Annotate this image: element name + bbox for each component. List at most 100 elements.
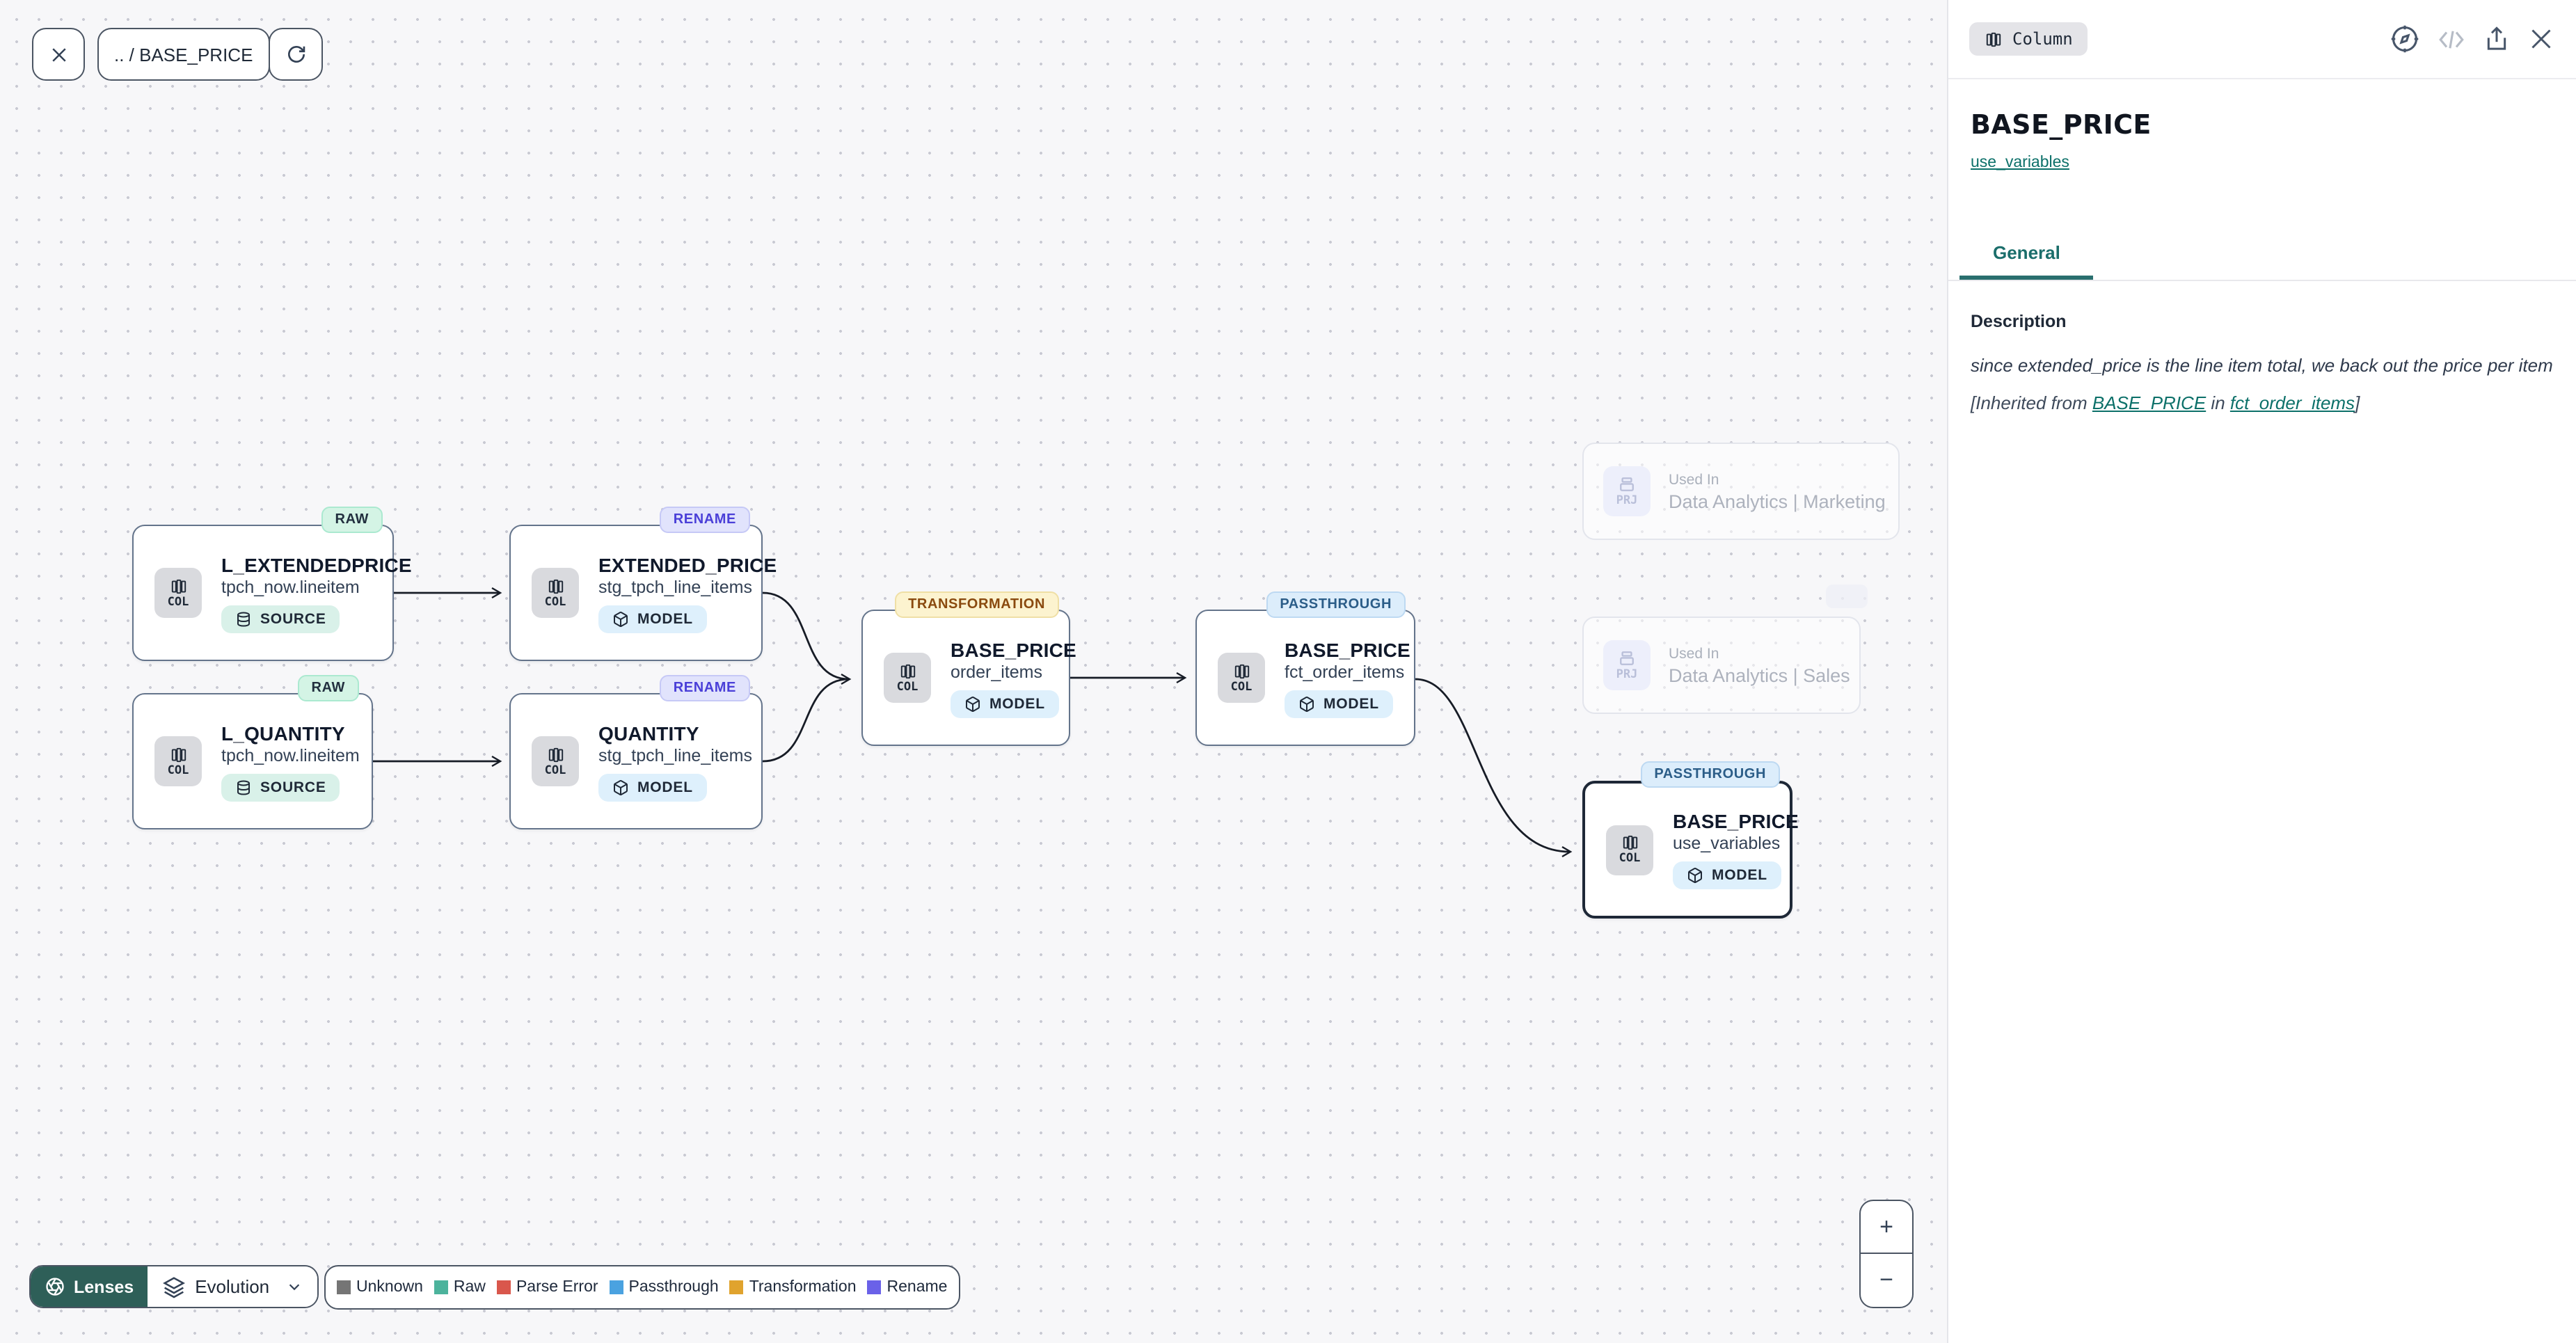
legend-swatch-raw — [434, 1280, 448, 1294]
lens-badge-passthrough: PASSTHROUGH — [1640, 761, 1780, 788]
lens-select[interactable]: Evolution — [148, 1266, 317, 1307]
node-l-quantity[interactable]: RAW COL L_QUANTITY tpch_now.lineitem SOU… — [132, 675, 373, 829]
column-icon — [548, 747, 563, 762]
project-icon — [1620, 477, 1634, 491]
cube-icon — [614, 779, 628, 795]
node-subtitle: order_items — [951, 662, 1042, 681]
model-badge: MODEL — [1285, 690, 1393, 717]
breadcrumb[interactable]: .. / BASE_PRICE — [97, 28, 270, 81]
chip-label: COL — [167, 763, 189, 777]
legend-swatch-rename — [867, 1280, 882, 1294]
panel-tabs: General — [1948, 234, 2576, 281]
source-badge: SOURCE — [221, 773, 340, 801]
model-link[interactable]: use_variables — [1971, 154, 2069, 171]
node-extended-price[interactable]: RENAME COL EXTENDED_PRICE stg_tpch_line_… — [509, 507, 777, 661]
model-badge: MODEL — [951, 690, 1059, 717]
breadcrumb-label: .. / BASE_PRICE — [114, 44, 253, 65]
entity-type-badge: Column — [1969, 22, 2088, 56]
share-icon — [2487, 26, 2506, 50]
node-title: QUANTITY — [598, 722, 699, 744]
node-subtitle: stg_tpch_line_items — [598, 745, 752, 765]
aperture-icon — [46, 1278, 64, 1296]
lenses-button[interactable]: Lenses — [31, 1266, 148, 1307]
node-subtitle: stg_tpch_line_items — [598, 577, 752, 596]
column-chip: COL — [154, 736, 202, 786]
refresh-button[interactable] — [269, 28, 323, 81]
edge-fctorderitems-usevariables — [1415, 678, 1573, 858]
node-title: L_EXTENDEDPRICE — [221, 553, 412, 575]
close-graph-button[interactable] — [32, 28, 85, 81]
node-quantity[interactable]: RENAME COL QUANTITY stg_tpch_line_items … — [509, 675, 763, 829]
view-code-button[interactable] — [2437, 24, 2466, 54]
used-in-project-name: Data Analytics | Marketing — [1669, 491, 1886, 511]
chevron-down-icon — [288, 1284, 299, 1291]
project-chip: PRJ — [1603, 466, 1651, 516]
model-badge: MODEL — [598, 773, 707, 801]
node-subtitle: fct_order_items — [1285, 662, 1405, 681]
share-button[interactable] — [2483, 25, 2511, 53]
layers-icon — [163, 1276, 186, 1298]
column-icon — [1234, 663, 1249, 678]
zoom-in-button[interactable]: + — [1861, 1201, 1912, 1254]
node-subtitle: tpch_now.lineitem — [221, 745, 360, 765]
legend-swatch-transformation — [729, 1280, 744, 1294]
legend-swatch-passthrough — [609, 1280, 623, 1294]
source-badge: SOURCE — [221, 605, 340, 633]
legend-label: Rename — [887, 1279, 948, 1296]
entity-type-label: Column — [2012, 29, 2073, 49]
lenses-control: Lenses Evolution — [29, 1265, 319, 1308]
code-icon — [2439, 30, 2464, 48]
legend-item: Unknown — [337, 1279, 423, 1296]
lineage-canvas[interactable]: .. / BASE_PRICE PRJ Used In Data Analyti… — [0, 0, 1947, 1343]
column-icon — [548, 578, 563, 594]
lens-legend: Unknown Raw Parse Error Passthrough Tran… — [324, 1265, 960, 1310]
tab-general[interactable]: General — [1959, 234, 2094, 280]
node-base-price-use-variables[interactable]: PASSTHROUGH COL BASE_PRICE use_variables… — [1582, 761, 1799, 919]
column-chip: COL — [884, 653, 931, 703]
close-panel-button[interactable] — [2527, 25, 2555, 53]
inherited-column-link[interactable]: BASE_PRICE — [2092, 392, 2207, 413]
legend-item: Rename — [867, 1279, 948, 1296]
legend-item: Transformation — [729, 1279, 857, 1296]
cube-icon — [614, 611, 628, 626]
node-base-price-fct-order-items[interactable]: PASSTHROUGH COL BASE_PRICE fct_order_ite… — [1195, 591, 1415, 746]
inherited-prefix: [Inherited from — [1971, 392, 2092, 413]
details-panel-header: Column — [1948, 0, 2576, 79]
node-title: EXTENDED_PRICE — [598, 553, 777, 575]
used-in-node-marketing[interactable]: PRJ Used In Data Analytics | Marketing — [1582, 443, 1900, 540]
legend-label: Transformation — [749, 1279, 857, 1296]
details-panel: Column — [1947, 0, 2576, 1343]
chip-label: PRJ — [1616, 494, 1638, 508]
used-in-label: Used In — [1669, 645, 1719, 662]
used-in-node-sales[interactable]: PRJ Used In Data Analytics | Sales — [1582, 617, 1861, 714]
compass-icon — [2391, 25, 2419, 53]
cube-icon — [1300, 696, 1314, 711]
kind-label: SOURCE — [260, 610, 326, 627]
node-l-extendedprice[interactable]: RAW COL L_EXTENDEDPRICE tpch_now.lineite… — [132, 507, 412, 661]
faded-badge-remnant — [1826, 585, 1868, 608]
panel-title: BASE_PRICE — [1971, 110, 2152, 141]
lens-badge-rename: RENAME — [659, 675, 750, 701]
refresh-icon — [287, 46, 305, 63]
edge-quantity-baseprice — [762, 678, 850, 763]
model-badge: MODEL — [598, 605, 707, 633]
chip-label: PRJ — [1616, 668, 1638, 682]
explore-lineage-button[interactable] — [2390, 24, 2420, 54]
close-icon — [51, 47, 65, 61]
chip-label: COL — [167, 595, 189, 609]
kind-label: MODEL — [1323, 695, 1379, 712]
description-heading: Description — [1971, 312, 2067, 331]
node-base-price-order-items[interactable]: TRANSFORMATION COL BASE_PRICE order_item… — [861, 591, 1076, 746]
model-badge: MODEL — [1673, 861, 1781, 889]
column-chip: COL — [1218, 653, 1265, 703]
legend-swatch-unknown — [337, 1280, 351, 1294]
lens-badge-raw: RAW — [297, 675, 359, 701]
legend-item: Parse Error — [496, 1279, 598, 1296]
zoom-out-button[interactable]: − — [1879, 1266, 1893, 1293]
lens-badge-passthrough: PASSTHROUGH — [1266, 591, 1406, 618]
database-icon — [237, 611, 250, 626]
cube-icon — [966, 696, 980, 711]
inherited-mid: in — [2206, 392, 2230, 413]
inherited-model-link[interactable]: fct_order_items — [2229, 392, 2355, 413]
